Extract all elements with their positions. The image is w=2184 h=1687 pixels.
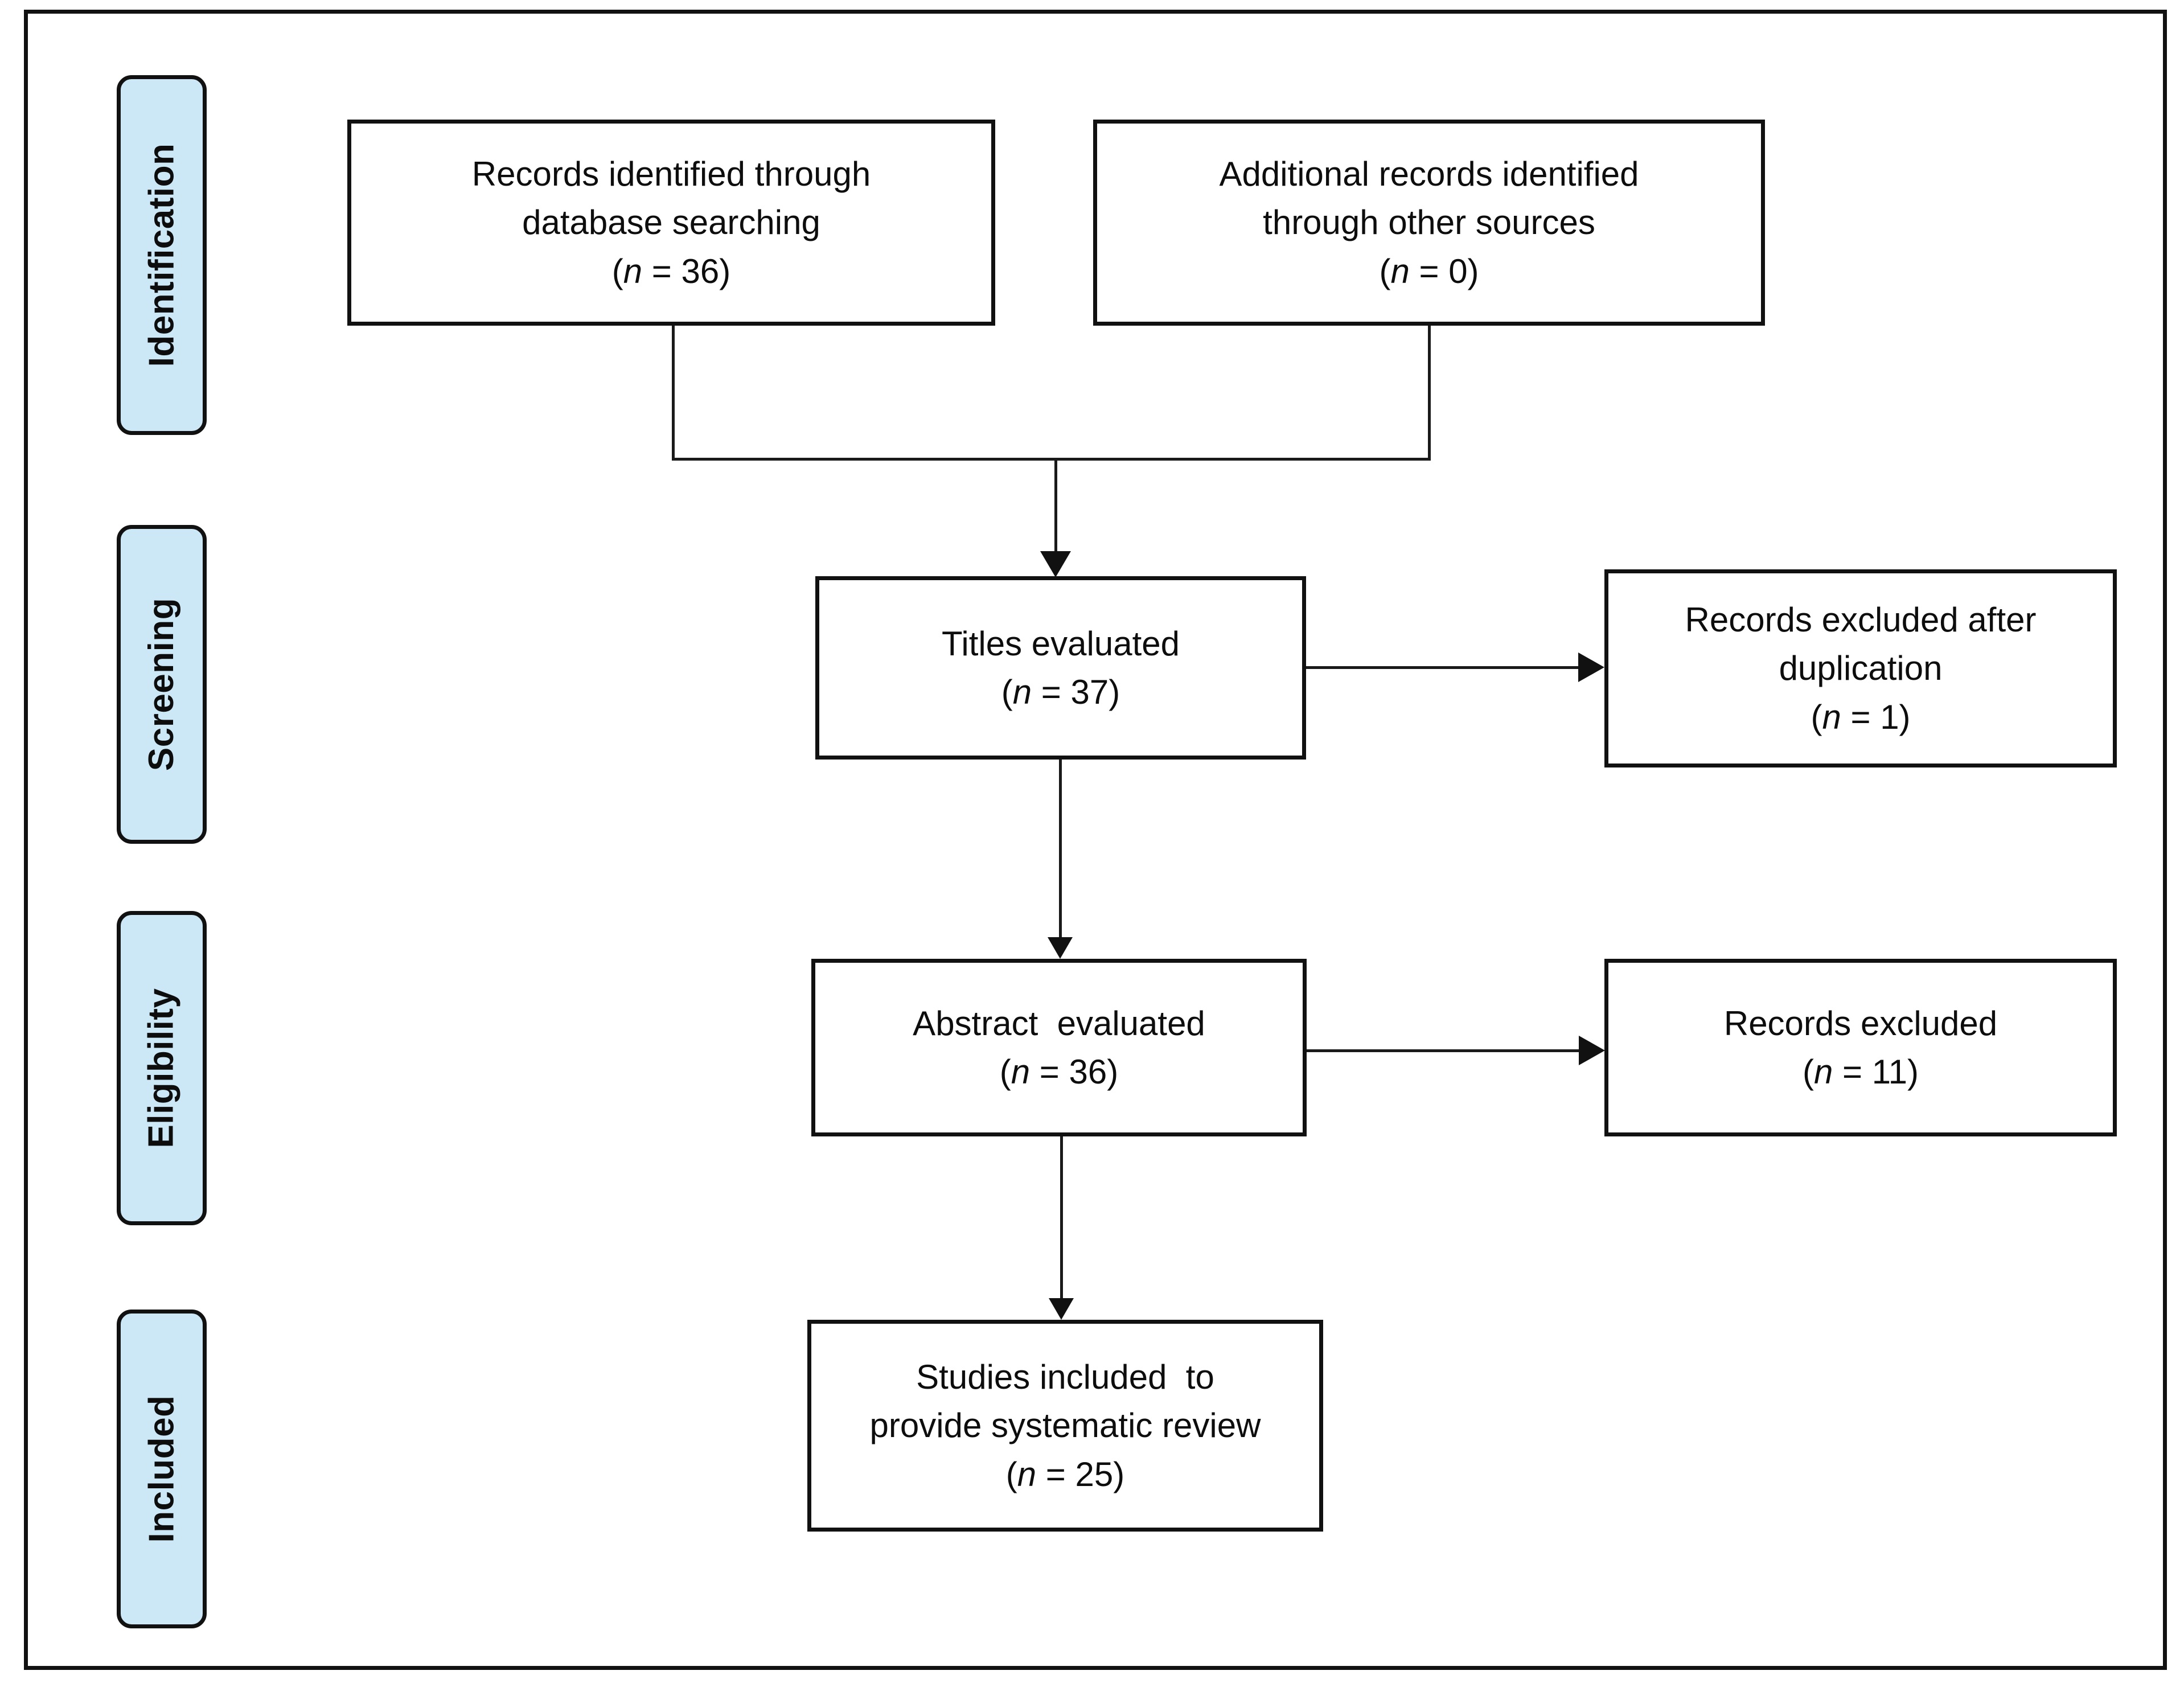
box-count: (n = 1)	[1811, 697, 1911, 736]
arrow-to-studies-included	[1049, 1298, 1074, 1320]
box-line-2: duplication	[1779, 649, 1943, 688]
connector-titles-to-duplication	[1306, 666, 1579, 669]
connector-join-horizontal	[672, 458, 1431, 461]
box-records-database-searching: Records identified through database sear…	[347, 120, 995, 326]
box-count: (n = 11)	[1802, 1053, 1919, 1091]
box-line-2: database searching	[522, 203, 820, 242]
connector-stem-to-titles	[1054, 458, 1057, 553]
box-line-1: Records excluded	[1723, 1004, 1998, 1042]
stage-pill-included: Included	[117, 1310, 207, 1628]
box-additional-records-other-sources: Additional records identified through ot…	[1093, 120, 1765, 326]
box-studies-included: Studies included to provide systematic r…	[807, 1320, 1323, 1532]
connector-abstract-to-excluded	[1307, 1049, 1580, 1052]
arrow-to-records-excluded-duplication	[1578, 652, 1604, 682]
connector-drop-right	[1428, 326, 1431, 460]
box-count: (n = 36)	[999, 1053, 1119, 1091]
box-abstract-evaluated: Abstract evaluated (n = 36)	[811, 959, 1307, 1136]
n-symbol: n	[1390, 252, 1410, 290]
n-symbol: n	[1012, 673, 1032, 711]
connector-titles-to-abstract	[1059, 760, 1062, 941]
box-count: (n = 25)	[1005, 1455, 1125, 1493]
connector-drop-left	[672, 326, 675, 460]
box-count: (n = 0)	[1379, 252, 1479, 290]
n-symbol: n	[1017, 1455, 1037, 1493]
box-line-1: Studies included to	[916, 1358, 1214, 1397]
arrow-to-records-excluded	[1579, 1036, 1605, 1065]
box-line-1: Titles evaluated	[941, 624, 1180, 663]
box-line-2: through other sources	[1263, 203, 1595, 242]
stage-label-eligibility: Eligibility	[142, 988, 181, 1148]
box-records-excluded: Records excluded (n = 11)	[1604, 959, 2117, 1136]
stage-label-screening: Screening	[142, 597, 181, 771]
box-line-1: Records identified through	[471, 155, 871, 194]
box-titles-evaluated: Titles evaluated (n = 37)	[815, 576, 1306, 760]
box-line-1: Abstract evaluated	[913, 1004, 1205, 1042]
stage-pill-screening: Screening	[117, 525, 207, 844]
box-line-1: Records excluded after	[1685, 601, 2037, 639]
stage-label-identification: Identification	[142, 143, 181, 367]
stage-pill-identification: Identification	[117, 75, 207, 435]
n-symbol: n	[1822, 697, 1841, 736]
n-symbol: n	[623, 252, 643, 290]
box-count: (n = 37)	[1001, 673, 1120, 711]
arrow-to-abstract-evaluated	[1048, 937, 1073, 959]
n-symbol: n	[1011, 1053, 1031, 1091]
box-count: (n = 36)	[611, 252, 731, 290]
box-records-excluded-after-duplication: Records excluded after duplication (n = …	[1604, 569, 2117, 767]
stage-label-included: Included	[142, 1395, 181, 1543]
box-line-1: Additional records identified	[1219, 155, 1639, 194]
stage-pill-eligibility: Eligibility	[117, 911, 207, 1225]
box-line-2: provide systematic review	[869, 1406, 1261, 1445]
connector-abstract-to-included	[1060, 1136, 1063, 1302]
arrow-to-titles-evaluated	[1040, 551, 1071, 577]
n-symbol: n	[1813, 1053, 1833, 1091]
